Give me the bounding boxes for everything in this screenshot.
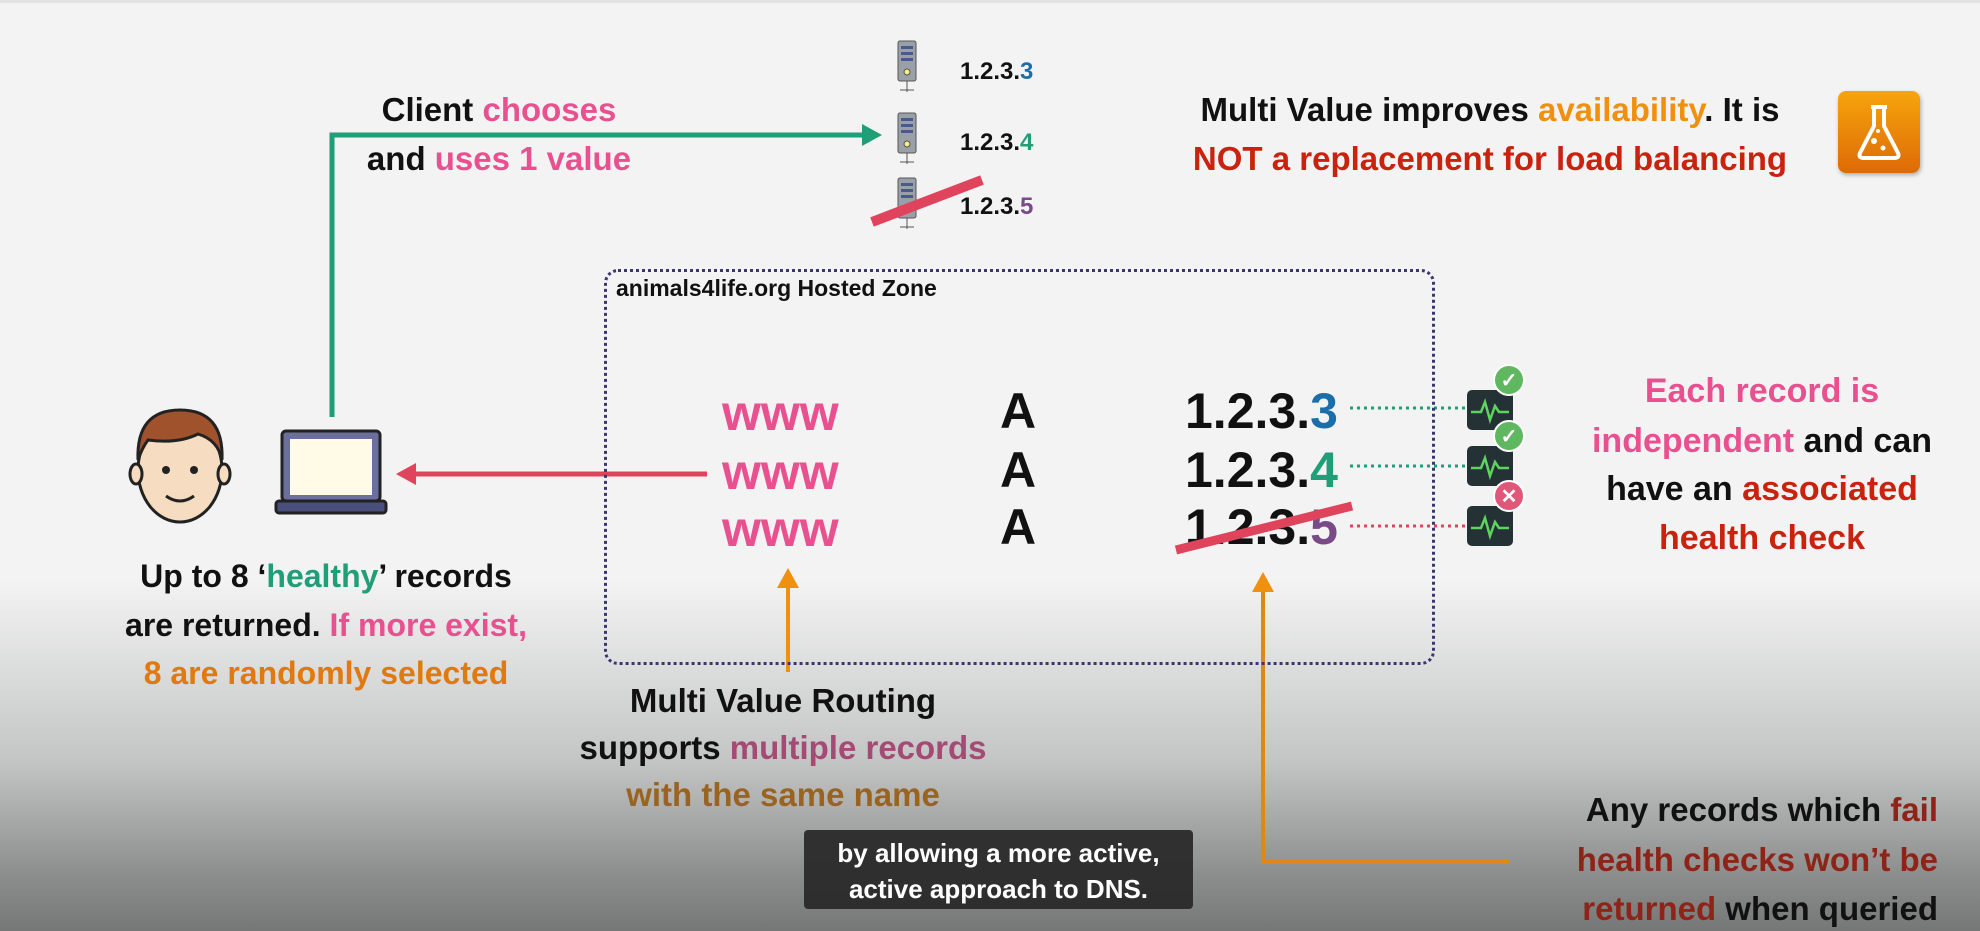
caption-line1: by allowing a more active, (837, 838, 1160, 868)
healthy-note-line1: Up to 8 ‘healthy’ records (140, 558, 512, 594)
check-icon: ✓ (1493, 364, 1525, 396)
health-check-icon: ✓ (1467, 364, 1525, 430)
client-note-line1: Client chooses (381, 91, 617, 128)
healthy-note-line2: are returned. If more exist, (125, 607, 527, 643)
top-border (0, 0, 1980, 3)
health-check-icon: ✓ (1467, 420, 1525, 486)
fail-note-line1: Any records which fail (1585, 791, 1938, 828)
independent-note-line4: health check (1659, 519, 1865, 557)
record-name: www (722, 444, 839, 500)
arrowhead-red (396, 463, 416, 485)
fail-note-line2: health checks won’t be (1576, 841, 1938, 878)
availability-note-line2: NOT a replacement for load balancing (1192, 140, 1788, 177)
fail-arrow (1261, 588, 1509, 864)
check-icon: ✓ (1493, 420, 1525, 452)
client-note-line2: and uses 1 value (366, 140, 632, 177)
server-icon (896, 40, 918, 100)
arrowhead-orange-1 (777, 568, 799, 588)
server-ip-2: 1.2.3.4 (960, 129, 1034, 156)
laptop-icon (274, 429, 388, 515)
arrowhead-green (862, 124, 882, 146)
independent-note-line1: Each record is (1644, 372, 1880, 410)
availability-note-line1: Multi Value improves availability. It is (1200, 91, 1780, 128)
record-name: www (722, 501, 839, 557)
routing-note-line2: supports multiple records (579, 729, 987, 766)
health-check-icon: ✕ (1467, 480, 1525, 546)
x-icon: ✕ (1493, 480, 1525, 512)
record-value: 1.2.3.3 (1185, 383, 1338, 439)
routing-note-line3: with the same name (626, 776, 940, 813)
record-value: 1.2.3.4 (1185, 442, 1338, 498)
flask-icon (1838, 91, 1920, 173)
video-caption: by allowing a more active, active approa… (804, 830, 1193, 909)
caption-line2: active approach to DNS. (848, 874, 1149, 904)
hosted-zone-box (604, 269, 1435, 665)
independent-note-line2: independent and can (1591, 422, 1933, 460)
record-type: A (1000, 383, 1037, 439)
server-icon (896, 112, 918, 172)
server-ip-1: 1.2.3.3 (960, 58, 1034, 85)
record-type: A (1000, 499, 1037, 555)
healthy-note-line3: 8 are randomly selected (143, 655, 509, 691)
client-choice-arrow (329, 132, 868, 417)
independent-note-line3: have an associated (1606, 470, 1918, 508)
server-ip-3: 1.2.3.5 (960, 193, 1034, 220)
fail-note-line3: returned when queried (1582, 890, 1938, 927)
hosted-zone-label: animals4life.org Hosted Zone (616, 275, 937, 301)
strike-icon (870, 175, 984, 227)
record-type: A (1000, 442, 1037, 498)
routing-note-line1: Multi Value Routing (629, 682, 937, 719)
strike-icon (1174, 501, 1354, 555)
record-name: www (722, 385, 839, 441)
arrowhead-orange-2 (1252, 572, 1274, 592)
person-icon (128, 408, 232, 524)
